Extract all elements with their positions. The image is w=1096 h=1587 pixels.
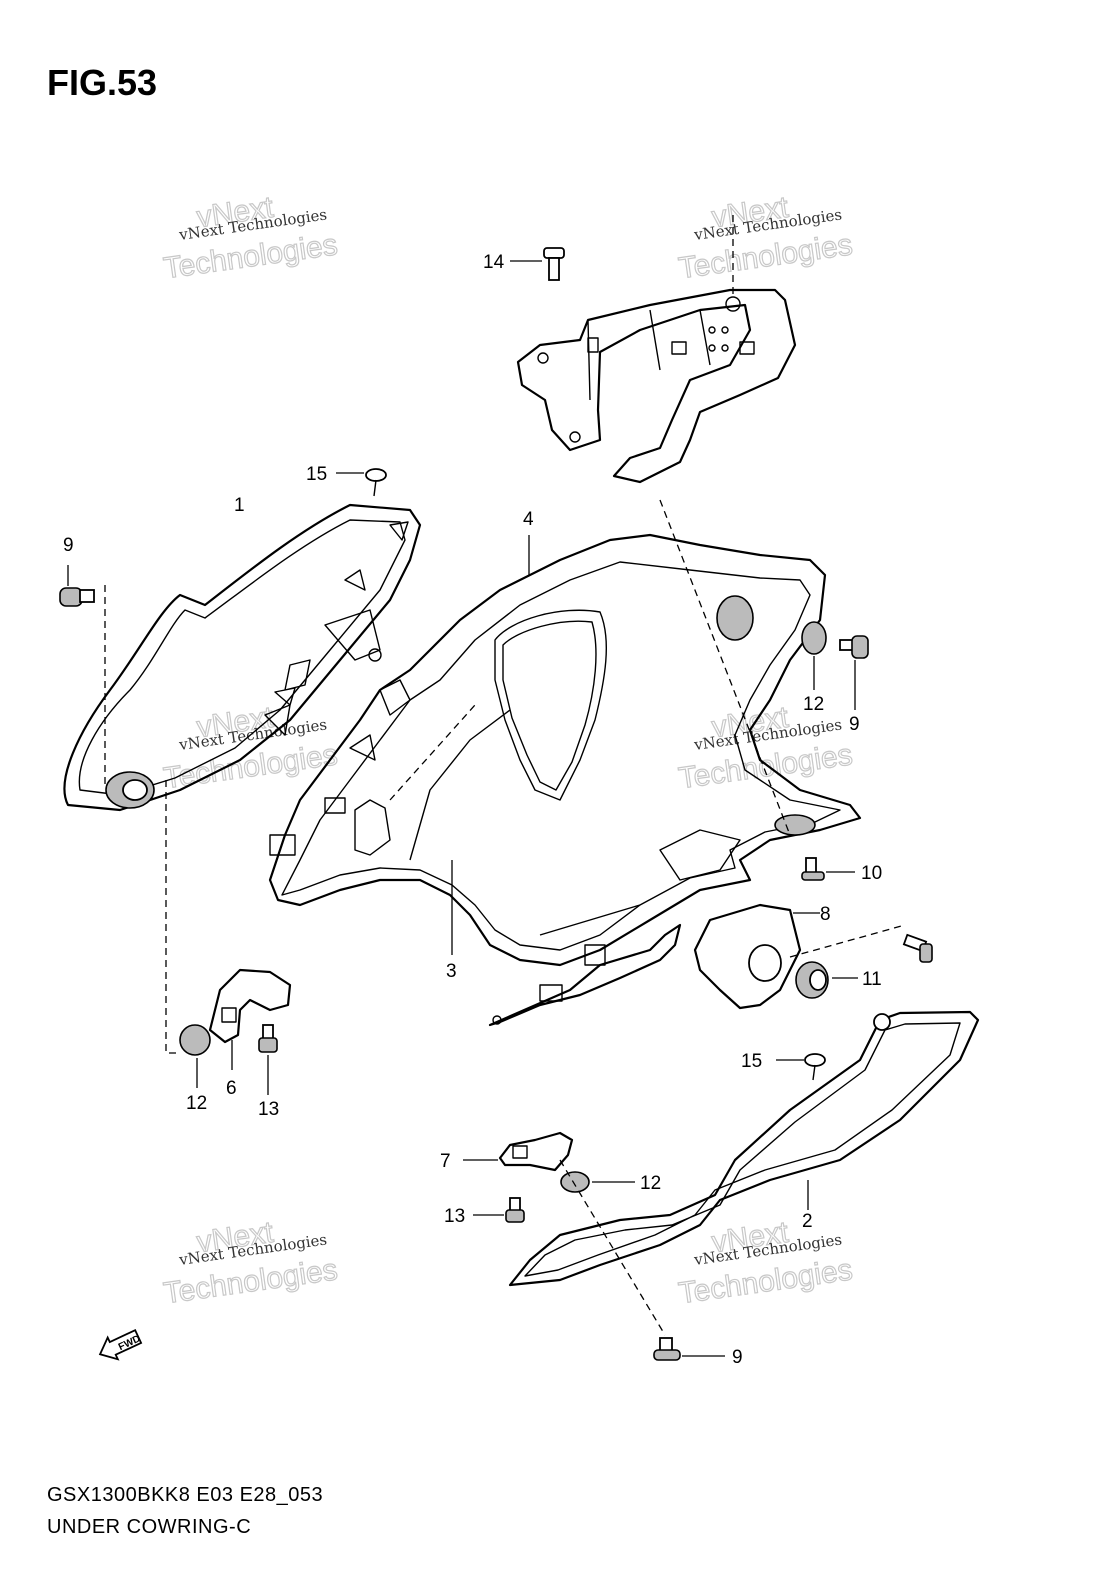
- washer-9-left: [59, 565, 106, 785]
- callout-10: 10: [861, 863, 882, 884]
- callout-7: 7: [440, 1151, 451, 1172]
- washer-12-bottom: [560, 1171, 635, 1193]
- right-cover-part-2: [508, 1010, 980, 1287]
- callout-1: 1: [234, 495, 245, 516]
- bolt-right-upper: [789, 924, 933, 963]
- callout-9-bottom: 9: [732, 1347, 743, 1368]
- callout-6: 6: [226, 1078, 237, 1099]
- washer-9-right: [839, 635, 869, 710]
- callout-9-right: 9: [849, 714, 860, 735]
- callout-15-top: 15: [306, 464, 327, 485]
- bolt-10: [801, 857, 855, 881]
- dash-cowl-screw: [389, 704, 476, 801]
- under-cowl-part-4: [268, 533, 862, 967]
- callout-13-bottom: 13: [444, 1206, 465, 1227]
- callout-12-right: 12: [803, 694, 824, 715]
- bolt-14: [510, 215, 734, 296]
- footer-code: GSX1300BKK8 E03 E28_053: [47, 1484, 324, 1506]
- dash-left-assembly: [165, 780, 180, 1054]
- callout-4: 4: [523, 509, 534, 530]
- callout-8: 8: [820, 904, 831, 925]
- callout-3: 3: [446, 961, 457, 982]
- bolt-9-bottom: [653, 1337, 725, 1361]
- bracket-part-8: [693, 903, 820, 1010]
- callout-11: 11: [862, 969, 882, 990]
- callout-9-left: 9: [63, 535, 74, 556]
- bracket-part-6: [208, 968, 292, 1070]
- bracket-part: [516, 288, 797, 484]
- bolt-13-left: [258, 1024, 278, 1095]
- washer-12-left: [179, 1024, 211, 1088]
- dash-clip-bolt: [559, 1159, 666, 1336]
- footer-name: UNDER COWRING-C: [47, 1516, 252, 1538]
- fwd-badge: FWD: [98, 1329, 143, 1361]
- figure-title: FIG.53: [47, 62, 158, 103]
- washer-12-right: [801, 621, 827, 690]
- lower-rail: [488, 923, 682, 1027]
- grommet-11: [795, 961, 858, 999]
- callout-labels: 1 2 3 4 6 7 8 9 9 9 10 11 12 12 12 13 13…: [63, 252, 882, 1368]
- callout-14: 14: [483, 252, 505, 273]
- callout-2: 2: [802, 1211, 813, 1232]
- watermark-group: Technologies vNext vNext Technologies Te…: [161, 190, 855, 1311]
- callout-15-right: 15: [741, 1051, 762, 1072]
- clip-part-7: [463, 1131, 574, 1172]
- left-cover-part-1: [63, 503, 422, 812]
- bolt-13-bottom: [473, 1197, 525, 1223]
- screw-15-top: [336, 468, 387, 497]
- screw-15-right: [776, 1053, 826, 1081]
- callout-13-left: 13: [258, 1099, 279, 1120]
- callout-12-bottom: 12: [640, 1173, 661, 1194]
- callout-12-left: 12: [186, 1093, 207, 1114]
